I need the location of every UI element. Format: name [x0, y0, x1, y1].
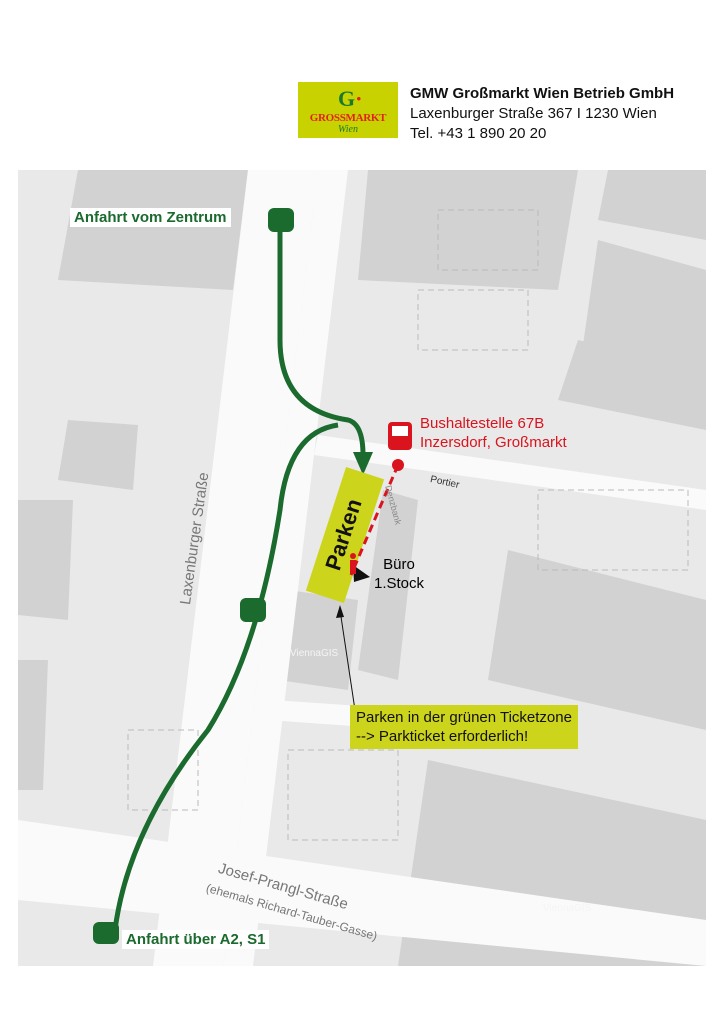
- pedestrian-icon: [350, 553, 356, 574]
- route-arrowhead: [353, 452, 373, 475]
- office-line2: 1.Stock: [374, 575, 425, 592]
- office-arrow: [353, 565, 370, 582]
- bus-stop-label: Bushaltestelle 67B Inzersdorf, Großmarkt: [420, 414, 567, 452]
- car-icon: [93, 208, 294, 944]
- company-info: GMW Großmarkt Wien Betrieb GmbH Laxenbur…: [410, 84, 674, 144]
- watermark: ViennaGIS: [543, 903, 592, 914]
- route-label-center: Anfahrt vom Zentrum: [70, 208, 231, 227]
- parking-note-line1: Parken in der grünen Ticketzone: [356, 709, 572, 726]
- office-line1: Büro: [383, 556, 415, 573]
- parking-note-line2: --> Parkticket erforderlich!: [356, 728, 529, 745]
- parcel-outlines: [127, 209, 689, 841]
- logo-mark: G·: [338, 86, 363, 111]
- bus-stop-marker: [392, 459, 404, 471]
- grossmarkt-logo: G· GROSSMARKT Wien: [298, 82, 398, 138]
- route-from-a2: [112, 422, 339, 931]
- bus-icon: [388, 422, 412, 450]
- route-label-a2: Anfahrt über A2, S1: [122, 930, 270, 949]
- route-from-center: [277, 232, 366, 456]
- company-phone: Tel. +43 1 890 20 20: [410, 125, 547, 142]
- note-pointer: [339, 609, 356, 711]
- bus-stop-name: Inzersdorf, Großmarkt: [420, 434, 567, 451]
- logo-city: Wien: [338, 124, 358, 135]
- company-address: Laxenburger Straße 367 I 1230 Wien: [410, 105, 657, 122]
- map-base: Parken: [18, 170, 706, 966]
- site-map: Parken Anfahrt vom Zentrum Anfahrt über …: [18, 170, 706, 966]
- company-name: GMW Großmarkt Wien Betrieb GmbH: [410, 85, 675, 102]
- watermark: ViennaGIS: [290, 648, 339, 659]
- parking-note: Parken in der grünen Ticketzone --> Park…: [350, 705, 578, 749]
- walking-path: [349, 464, 400, 576]
- office-label: Büro 1.Stock: [374, 555, 424, 593]
- bus-stop-line: Bushaltestelle 67B: [420, 415, 545, 432]
- logo-brand: GROSSMARKT: [309, 112, 387, 124]
